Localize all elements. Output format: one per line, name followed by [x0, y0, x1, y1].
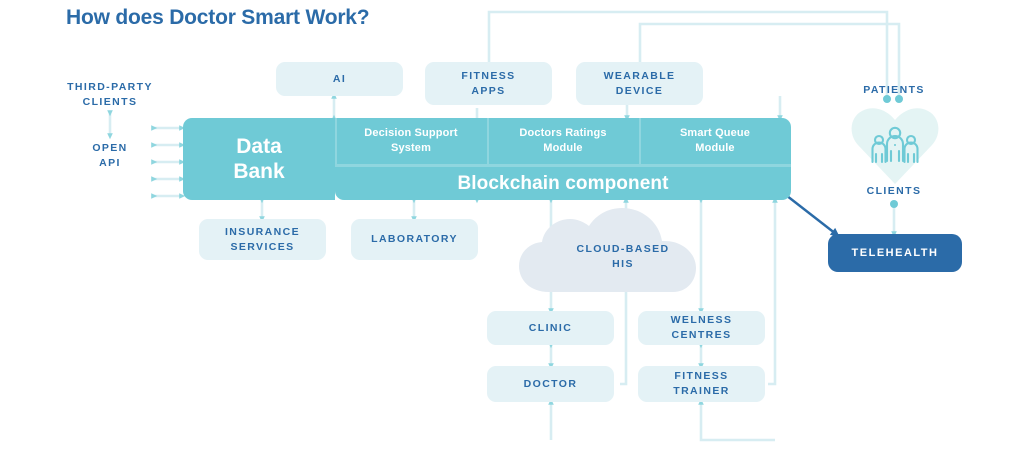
module-seam-horizontal [335, 164, 791, 167]
cloud-icon [519, 208, 696, 292]
node-fitness-trainer[interactable]: FITNESS TRAINER [638, 366, 765, 402]
node-wearable-device-label: WEARABLE DEVICE [603, 69, 676, 97]
node-fitness-apps[interactable]: FITNESS APPS [425, 62, 552, 105]
node-fitness-apps-label: FITNESS APPS [461, 69, 516, 97]
node-decision-support-system[interactable]: Decision Support System [335, 118, 487, 164]
doctor-label: DOCTOR [523, 377, 578, 390]
blockchain-label: Blockchain component [457, 172, 669, 194]
clinic-label: CLINIC [528, 321, 573, 334]
node-smart-queue-module[interactable]: Smart Queue Module [639, 118, 791, 164]
laboratory-label: LABORATORY [371, 233, 458, 246]
third-party-clients-label: THIRD-PARTY CLIENTS [67, 81, 153, 109]
node-ai[interactable]: AI [276, 62, 403, 96]
patients-label: PATIENTS [863, 84, 925, 96]
data-bank-line2: Bank [233, 160, 285, 183]
node-laboratory[interactable]: LABORATORY [351, 219, 478, 260]
node-wearable-device[interactable]: WEARABLE DEVICE [576, 62, 703, 105]
module-seam-2 [487, 118, 489, 164]
data-bank-line1: Data [236, 134, 282, 158]
module-seam-1 [335, 118, 337, 164]
heart-with-family-icon [851, 104, 939, 186]
node-clinic[interactable]: CLINIC [487, 311, 614, 345]
node-insurance-services[interactable]: INSURANCE SERVICES [199, 219, 326, 260]
open-api-label: OPEN API [92, 142, 128, 170]
node-ai-label: AI [332, 72, 347, 85]
page-title: How does Doctor Smart Work? [66, 6, 370, 29]
node-blockchain-component[interactable]: Blockchain component [335, 167, 791, 200]
node-telehealth[interactable]: TELEHEALTH [828, 234, 962, 272]
trainer-riser [768, 196, 778, 386]
trainer-return [698, 398, 775, 442]
node-welness-centres[interactable]: WELNESS CENTRES [638, 311, 765, 345]
blockchain-telehealth-link [775, 185, 840, 237]
module-seam-3 [639, 118, 641, 164]
telehealth-label: TELEHEALTH [851, 247, 939, 259]
clients-label: CLIENTS [866, 185, 922, 197]
node-doctor[interactable]: DOCTOR [487, 366, 614, 402]
cloud-based-his-label: CLOUD-BASED HIS [576, 243, 670, 271]
node-data-bank[interactable]: Data Bank [183, 118, 335, 200]
node-doctors-ratings-module[interactable]: Doctors Ratings Module [487, 118, 639, 164]
cloud-based-his-shape [516, 208, 731, 293]
